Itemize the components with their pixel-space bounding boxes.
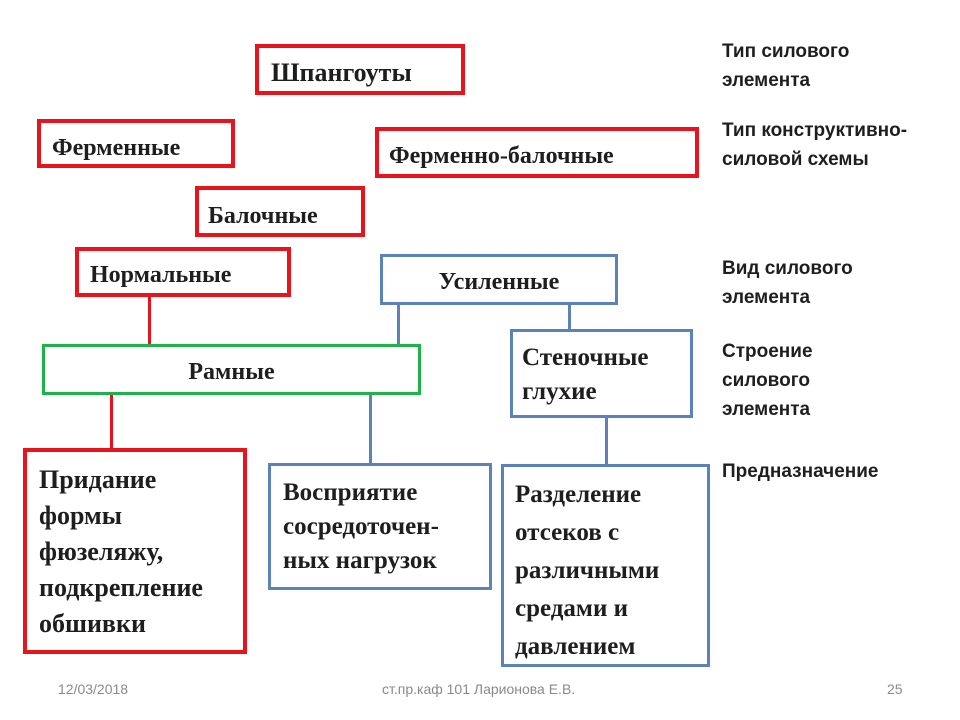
footer-author: ст.пр.каф 101 Ларионова Е.В.: [382, 681, 576, 697]
box-balochnye: Балочные: [195, 186, 365, 237]
connector-wall-to-compartments: [605, 418, 608, 466]
box-normalnye: Нормальные: [75, 247, 291, 297]
box-fermenno-balochnye: Ферменно-балочные: [375, 127, 699, 178]
legend-element-type: Тип силового элемента: [722, 41, 850, 91]
box-purpose-shape: Придание формы фюзеляжу, подкрепление об…: [23, 448, 247, 654]
legend-element-kind: Вид силового элемента: [722, 258, 853, 308]
box-stenochnye-glukhie-label: Стеночные глухие: [522, 344, 649, 405]
box-purpose-compartments: Разделение отсеков с различными средами …: [501, 464, 710, 667]
box-purpose-loads-label: Восприятие сосредоточен-ных нагрузок: [283, 479, 439, 574]
footer-page-number: 25: [887, 681, 903, 697]
connector-frame-to-loads: [369, 395, 372, 465]
box-ramnye-label: Рамные: [188, 359, 275, 385]
box-shpangouty-label: Шпангоуты: [271, 58, 412, 87]
box-usilennye-label: Усиленные: [438, 269, 560, 295]
box-normalnye-label: Нормальные: [90, 262, 232, 288]
legend-element-structure: Строение силового элемента: [722, 341, 813, 420]
box-fermenno-balochnye-label: Ферменно-балочные: [389, 143, 614, 169]
box-purpose-compartments-label: Разделение отсеков с различными средами …: [515, 481, 660, 660]
box-fermennye-label: Ферменные: [52, 135, 181, 161]
legend-purpose: Предназначение: [722, 461, 879, 482]
connector-normal-to-frame: [148, 297, 151, 347]
connector-reinforced-to-wall: [568, 305, 571, 331]
box-ramnye: Рамные: [42, 344, 421, 395]
box-usilennye: Усиленные: [380, 254, 618, 305]
connector-frame-to-shape: [110, 395, 113, 450]
legend-scheme-type: Тип конструктивно-силовой схемы: [722, 120, 908, 170]
box-fermennye: Ферменные: [37, 119, 235, 168]
box-purpose-loads: Восприятие сосредоточен-ных нагрузок: [268, 463, 492, 590]
box-purpose-shape-label: Придание формы фюзеляжу, подкрепление об…: [39, 465, 203, 638]
box-shpangouty: Шпангоуты: [255, 44, 465, 95]
box-stenochnye-glukhie: Стеночные глухие: [510, 329, 693, 418]
box-balochnye-label: Балочные: [208, 203, 318, 229]
footer-date: 12/03/2018: [58, 681, 129, 697]
connector-reinforced-to-frame: [397, 305, 400, 345]
